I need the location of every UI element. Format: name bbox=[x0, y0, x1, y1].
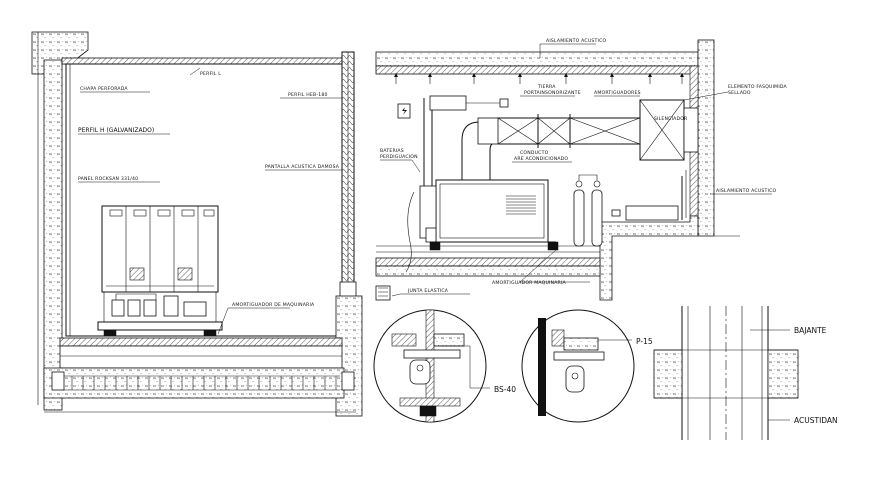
arrow-head bbox=[648, 73, 652, 77]
exhaust-pipe bbox=[423, 95, 509, 228]
label-conducto-sub: ARE ACONDICIONADO bbox=[514, 156, 568, 162]
label-junta-elastica: JUNTA ELASTICA bbox=[407, 288, 449, 294]
label-aislamiento-top: AISLAMIENTO ACUSTICO bbox=[546, 38, 606, 44]
arrow-head bbox=[518, 73, 522, 77]
foundation bbox=[43, 367, 345, 399]
label-baterias: BATERIAS bbox=[380, 148, 404, 154]
foundation-joists bbox=[71, 376, 337, 390]
floor-slab bbox=[59, 337, 343, 347]
joint-detail-marker bbox=[375, 285, 391, 301]
left-elevation: PERFIL L CHAPA PERFORADA PERFIL HEB-180 … bbox=[31, 31, 363, 417]
roof-panel bbox=[61, 57, 345, 65]
label-aislamiento-right: AISLAMIENTO ACUSTICO bbox=[716, 188, 776, 194]
ventilation-arrows bbox=[394, 73, 684, 84]
label-tierra-sub: PORTAINSONORIZANTE bbox=[524, 90, 581, 96]
label-perfil-l: PERFIL L bbox=[200, 71, 221, 77]
acoustic-enclosure bbox=[65, 63, 343, 337]
label-acustidan: ACUSTIDAN bbox=[794, 416, 838, 425]
label-elemento-sub: SELLADO bbox=[728, 90, 751, 96]
downpipe-detail: BAJANTE ACUSTIDAN bbox=[653, 306, 838, 440]
arrow-head bbox=[394, 73, 398, 77]
arrow-head bbox=[610, 73, 614, 77]
label-bs40: BS-40 bbox=[494, 385, 516, 394]
label-p15: P-15 bbox=[636, 337, 653, 346]
label-chapa-perforada: CHAPA PERFORADA bbox=[80, 86, 128, 92]
label-tierra: TIERRA bbox=[537, 84, 556, 90]
label-silenciador: SILENCIADOR bbox=[654, 116, 688, 122]
arrow-head bbox=[680, 73, 684, 77]
control-unit bbox=[611, 170, 687, 221]
right-plan: AISLAMIENTO ACUSTICO TIERRA PORTAINSONOR… bbox=[375, 38, 788, 301]
label-panel-rocksan: PANEL ROCKSAN 331/40 bbox=[78, 176, 138, 182]
label-elemento: ELEMENTO FASQUIMIDA bbox=[728, 84, 788, 90]
flex-hose bbox=[405, 191, 415, 273]
top-insulation bbox=[375, 65, 699, 75]
arrow-head bbox=[564, 73, 568, 77]
detail-circle-1: BS-40 bbox=[373, 309, 516, 423]
label-baterias-sub: PERDIGUACION bbox=[380, 154, 418, 160]
label-bajante: BAJANTE bbox=[794, 326, 827, 335]
top-wall bbox=[375, 51, 699, 67]
label-perfil-heb: PERFIL HEB-180 bbox=[288, 92, 328, 98]
label-conducto: CONDUCTO bbox=[520, 150, 549, 156]
silencer bbox=[639, 99, 699, 161]
detail-circle-2: P-15 bbox=[521, 309, 653, 423]
generator-cabinet bbox=[97, 205, 223, 337]
gas-cylinders bbox=[573, 174, 603, 247]
arrow-head bbox=[472, 73, 476, 77]
generator-plan bbox=[419, 179, 559, 251]
label-amortiguadores: AMORTIGUADORES bbox=[594, 90, 641, 96]
electrical-hazard-icon bbox=[397, 103, 411, 119]
label-amortiguador-right: AMORTIGUADOR MAQUINARIA bbox=[492, 280, 566, 286]
right-top-wall bbox=[697, 39, 715, 237]
step-wall bbox=[599, 215, 699, 301]
arrow-head bbox=[428, 73, 432, 77]
radiator-grille bbox=[506, 195, 536, 215]
label-perfil-h: PERFIL H (GALVANIZADO) bbox=[78, 127, 154, 134]
label-pantalla-acustica: PANTALLA ACUSTICA DAMOSA bbox=[265, 164, 340, 170]
label-amortiguador-left: AMORTIGUADOR DE MAQUINARIA bbox=[232, 302, 315, 308]
left-wall bbox=[43, 59, 63, 411]
air-duct bbox=[461, 114, 641, 180]
